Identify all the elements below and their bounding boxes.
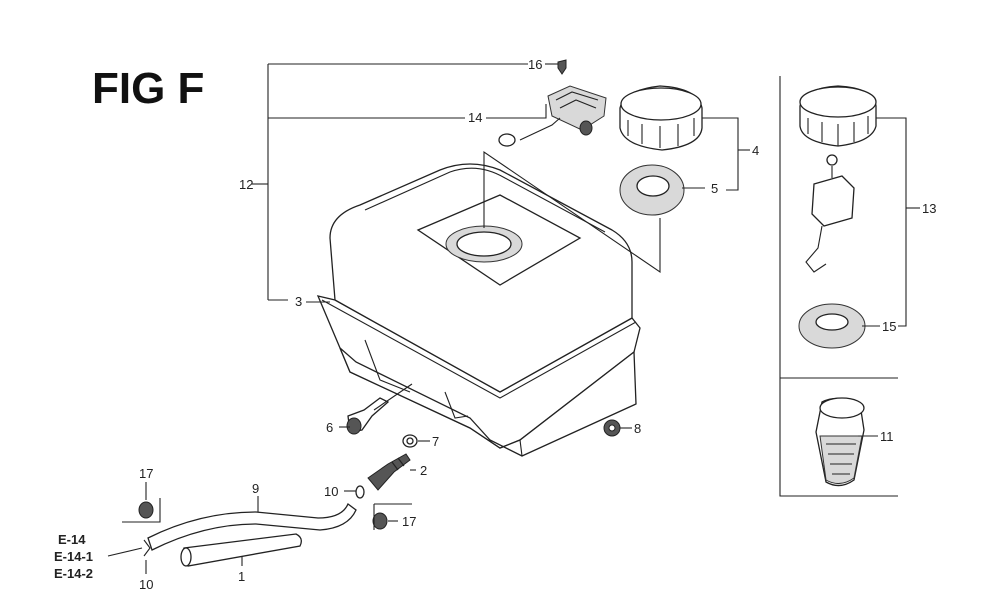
callout-9: 9 xyxy=(252,481,259,496)
hose-clip-left xyxy=(143,539,151,557)
callout-5: 5 xyxy=(711,181,718,196)
breather-tube xyxy=(180,533,302,567)
callout-13: 13 xyxy=(922,201,936,216)
callout-17-right: 17 xyxy=(402,514,416,529)
fuel-tank xyxy=(316,163,641,457)
ref-e-14-1: E-14-1 xyxy=(54,549,93,564)
clip-top xyxy=(138,501,154,519)
callout-16: 16 xyxy=(528,57,542,72)
callout-10-bottom: 10 xyxy=(139,577,153,592)
screw-16 xyxy=(557,59,567,75)
callout-2: 2 xyxy=(420,463,427,478)
callout-11: 11 xyxy=(880,429,894,444)
callout-4: 4 xyxy=(752,143,759,158)
leader-lines xyxy=(107,63,920,574)
inset-frame xyxy=(779,76,898,497)
callout-3: 3 xyxy=(295,294,302,309)
callout-14: 14 xyxy=(468,110,482,125)
fuel-cap-alt xyxy=(799,85,877,273)
callout-12: 12 xyxy=(239,177,253,192)
ref-e-14-2: E-14-2 xyxy=(54,566,93,581)
clip-mid xyxy=(372,512,388,530)
fuel-gauge xyxy=(498,85,607,147)
fuel-strainer xyxy=(815,397,865,487)
callout-10-right: 10 xyxy=(324,484,338,499)
callout-8: 8 xyxy=(634,421,641,436)
cap-gasket xyxy=(619,164,685,216)
fuel-hose xyxy=(147,502,357,551)
callout-7: 7 xyxy=(432,434,439,449)
fuel-cap xyxy=(619,85,703,151)
callout-15: 15 xyxy=(882,319,896,334)
callout-6: 6 xyxy=(326,420,333,435)
cap-gasket-alt xyxy=(798,303,866,349)
nut xyxy=(603,419,621,437)
fuel-cock xyxy=(367,453,411,491)
callout-17-left: 17 xyxy=(139,466,153,481)
drain-bolt xyxy=(346,397,390,435)
ref-e-14: E-14 xyxy=(58,532,86,547)
figure-title: FIG F xyxy=(92,64,204,113)
callout-1: 1 xyxy=(238,569,245,584)
sealing-washer xyxy=(402,434,418,448)
hose-clip-right xyxy=(355,485,365,499)
